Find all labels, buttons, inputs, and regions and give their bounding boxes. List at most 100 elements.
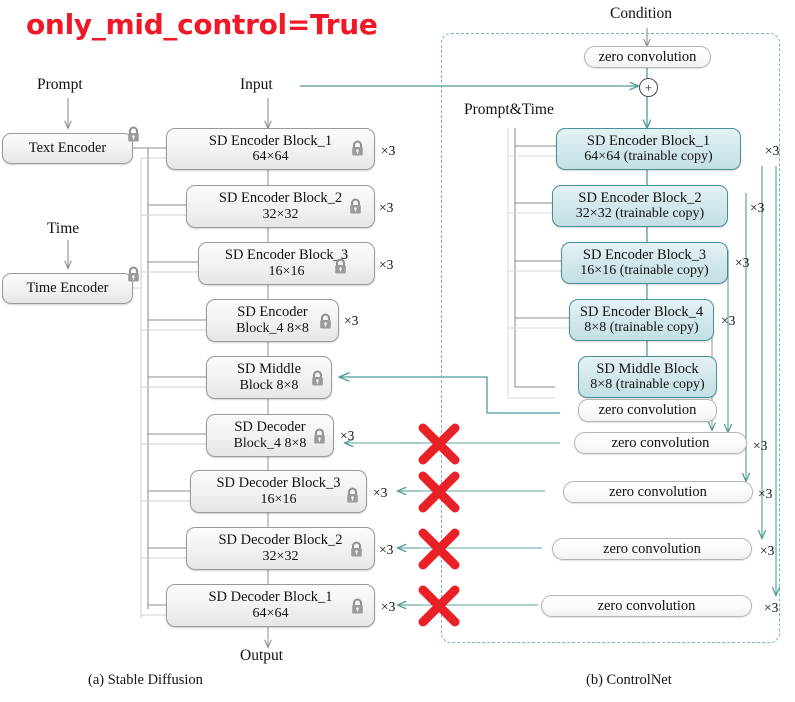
multiplier-dec-3: ×3 [373,485,388,500]
sd-encoder-block-3[interactable]: SD Encoder Block_3 16×16 [198,242,375,285]
lock-icon [352,140,363,156]
lock-icon [347,487,358,503]
multiplier-cn-enc-1: ×3 [765,143,780,158]
zero-conv-label: zero convolution [598,402,697,418]
zero-conv-label: zero convolution [598,48,697,65]
sd-encoder-block-4[interactable]: SD Encoder Block_4 8×8 [206,299,339,342]
block-title: SD Encoder Block_1 [208,132,333,149]
lock-icon [128,126,139,142]
block-subtitle: 32×32 (trainable copy) [575,206,705,222]
block-title: SD Encoder Block_4 [579,303,704,320]
block-subtitle: 64×64 [252,149,289,165]
lock-icon [350,198,361,214]
block-title: SD Encoder Block_3 [582,246,707,263]
disabled-mark-icon [418,528,460,570]
lock-icon [128,266,139,282]
multiplier-dec-4: ×3 [340,428,355,443]
caption-controlnet: (b) ControlNet [586,672,672,688]
block-subtitle: Block_4 8×8 [236,320,309,336]
sd-encoder-block-1[interactable]: SD Encoder Block_1 64×64 [166,128,375,170]
label-time: Time [47,220,80,237]
multiplier-zc-1: ×3 [764,600,779,615]
cn-encoder-block-2[interactable]: SD Encoder Block_2 32×32 (trainable copy… [552,185,728,227]
block-subtitle: 32×32 [262,548,299,564]
zero-convolution-top[interactable]: zero convolution [584,46,711,68]
block-title: SD Decoder Block_1 [208,589,333,606]
block-subtitle: Block_4 8×8 [233,435,307,451]
multiplier-enc-3: ×3 [379,257,394,272]
zero-conv-label: zero convolution [597,597,696,614]
multiplier-zc-4: ×3 [753,438,768,453]
zero-conv-dec-3[interactable]: zero convolution [563,481,753,503]
sd-decoder-block-2[interactable]: SD Decoder Block_2 32×32 [186,527,375,570]
multiplier-enc-4: ×3 [344,313,359,328]
block-title: SD Decoder Block_3 [216,475,341,492]
lock-icon [312,370,323,386]
block-subtitle: 64×64 (trainable copy) [584,149,713,165]
block-title: SD Middle Block [596,360,699,377]
block-subtitle: 8×8 (trainable copy) [590,377,705,393]
text-encoder-label: Text Encoder [28,139,107,156]
lock-icon [352,598,363,614]
label-prompt-and-time: Prompt&Time [464,101,554,118]
time-encoder-block[interactable]: Time Encoder [2,273,133,304]
label-prompt: Prompt [37,76,83,93]
block-subtitle: Block 8×8 [239,377,299,393]
block-subtitle: 32×32 [262,206,299,222]
cn-encoder-block-1[interactable]: SD Encoder Block_1 64×64 (trainable copy… [556,128,741,170]
zero-conv-label: zero convolution [609,483,707,500]
sd-decoder-block-3[interactable]: SD Decoder Block_3 16×16 [190,470,367,513]
label-output: Output [240,647,284,664]
sd-decoder-block-1[interactable]: SD Decoder Block_1 64×64 [166,584,375,627]
label-input: Input [240,76,273,93]
block-subtitle: 16×16 [260,491,297,507]
cn-middle-block[interactable]: SD Middle Block 8×8 (trainable copy) [578,356,717,398]
disabled-mark-icon [418,585,460,627]
block-title: SD Encoder Block_2 [578,189,702,206]
lock-icon [314,428,325,444]
cn-encoder-block-4[interactable]: SD Encoder Block_4 8×8 (trainable copy) [569,299,714,341]
block-subtitle: 16×16 (trainable copy) [580,263,709,279]
zero-conv-dec-1[interactable]: zero convolution [541,595,752,617]
multiplier-cn-enc-4: ×3 [721,313,736,328]
block-title: SD Encoder Block_2 [218,190,343,207]
multiplier-dec-2: ×3 [379,542,394,557]
sd-decoder-block-4[interactable]: SD Decoder Block_4 8×8 [206,414,334,457]
block-title: SD Decoder Block_2 [218,532,343,549]
block-title: SD Middle [236,361,302,378]
multiplier-enc-2: ×3 [379,200,394,215]
multiplier-zc-3: ×3 [758,486,773,501]
sd-middle-block[interactable]: SD Middle Block 8×8 [206,356,332,399]
lock-icon [335,258,346,274]
text-encoder-block[interactable]: Text Encoder [2,133,133,164]
block-title: SD Encoder [237,304,308,321]
block-title: SD Decoder [234,419,306,436]
lock-icon [351,541,362,557]
zero-conv-dec-4[interactable]: zero convolution [574,432,747,454]
multiplier-cn-enc-3: ×3 [735,255,750,270]
caption-stable-diffusion: (a) Stable Diffusion [88,672,203,688]
lock-icon [320,313,331,329]
zero-conv-dec-2[interactable]: zero convolution [552,538,752,560]
multiplier-cn-enc-2: ×3 [750,200,765,215]
multiplier-enc-1: ×3 [381,143,396,158]
multiplier-dec-1: ×3 [381,599,396,614]
block-title: SD Encoder Block_1 [586,132,711,149]
zero-conv-label: zero convolution [611,434,710,451]
multiplier-zc-2: ×3 [760,543,775,558]
zero-conv-label: zero convolution [603,540,701,557]
controlnet-region [441,33,780,643]
cn-encoder-block-3[interactable]: SD Encoder Block_3 16×16 (trainable copy… [561,242,728,284]
disabled-mark-icon [418,423,460,465]
sd-encoder-block-2[interactable]: SD Encoder Block_2 32×32 [186,185,375,228]
add-junction: + [639,78,658,97]
block-subtitle: 64×64 [252,605,289,621]
disabled-mark-icon [418,471,460,513]
label-condition: Condition [610,5,673,22]
zero-conv-middle[interactable]: zero convolution [578,399,717,422]
page-title: only_mid_control=True [26,8,378,41]
block-subtitle: 8×8 (trainable copy) [584,320,699,336]
block-title: SD Encoder Block_3 [224,247,349,264]
block-subtitle: 16×16 [268,263,305,279]
